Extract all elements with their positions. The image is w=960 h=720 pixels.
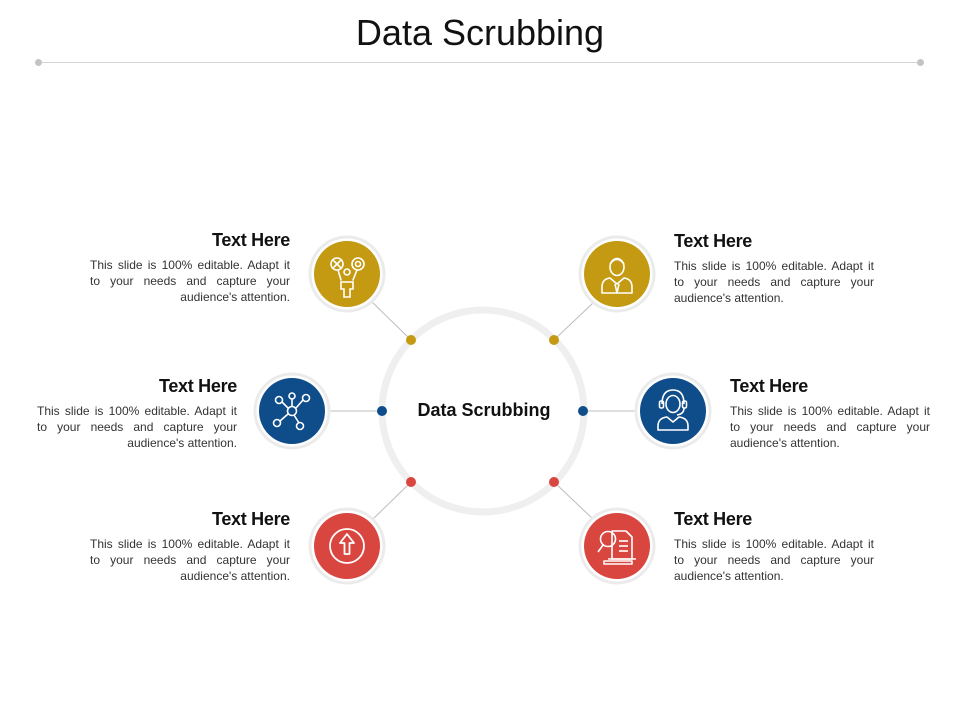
block-heading: Text Here <box>211 509 290 529</box>
node-top-left <box>308 235 386 313</box>
ring-dot-top-left <box>406 335 416 345</box>
divider-end-dot-right <box>917 59 924 66</box>
text-block-top-left: Text Here This slide is 100% editable. A… <box>90 230 290 305</box>
ring-dot-top-right <box>549 335 559 345</box>
text-block-middle-left: Text Here This slide is 100% editable. A… <box>37 376 237 451</box>
block-body: This slide is 100% editable. Adapt it to… <box>674 259 874 305</box>
node-middle-left <box>253 372 331 450</box>
text-block-bottom-right: Text Here This slide is 100% editable. A… <box>674 509 874 584</box>
connector-bottom-left <box>371 481 412 521</box>
node-middle-right <box>634 372 712 450</box>
ring-dot-bottom-left <box>406 477 416 487</box>
network-icon <box>272 392 311 431</box>
text-block-middle-right: Text Here This slide is 100% editable. A… <box>730 376 930 451</box>
text-block-top-right: Text Here This slide is 100% editable. A… <box>674 231 874 306</box>
block-heading: Text Here <box>211 230 290 250</box>
target-person-icon <box>330 257 365 298</box>
upload-arrow-icon <box>329 528 365 564</box>
node-top-right <box>578 235 656 313</box>
block-heading: Text Here <box>730 376 809 396</box>
connector-top-right <box>553 301 595 341</box>
ring-dot-middle-right <box>578 406 588 416</box>
businessman-icon <box>601 257 633 294</box>
ring-dot-middle-left <box>377 406 387 416</box>
connector-top-left <box>371 301 412 341</box>
text-block-bottom-left: Text Here This slide is 100% editable. A… <box>90 509 290 584</box>
center-label: Data Scrubbing <box>417 400 551 420</box>
block-body: This slide is 100% editable. Adapt it to… <box>37 404 237 450</box>
block-heading: Text Here <box>674 231 753 251</box>
headset-agent-icon <box>657 389 689 431</box>
slide-title: Data Scrubbing <box>355 12 605 53</box>
block-body: This slide is 100% editable. Adapt it to… <box>730 404 930 450</box>
block-body: This slide is 100% editable. Adapt it to… <box>674 537 874 583</box>
block-body: This slide is 100% editable. Adapt it to… <box>90 258 290 304</box>
ring-dot-bottom-right <box>549 477 559 487</box>
divider-end-dot-left <box>35 59 42 66</box>
node-bottom-right <box>578 507 656 585</box>
magnifier-document-icon <box>597 530 636 565</box>
block-heading: Text Here <box>158 376 237 396</box>
block-heading: Text Here <box>674 509 753 529</box>
node-bottom-left <box>308 507 386 585</box>
connector-bottom-right <box>553 481 595 521</box>
block-body: This slide is 100% editable. Adapt it to… <box>90 537 290 583</box>
title-divider <box>38 62 920 63</box>
